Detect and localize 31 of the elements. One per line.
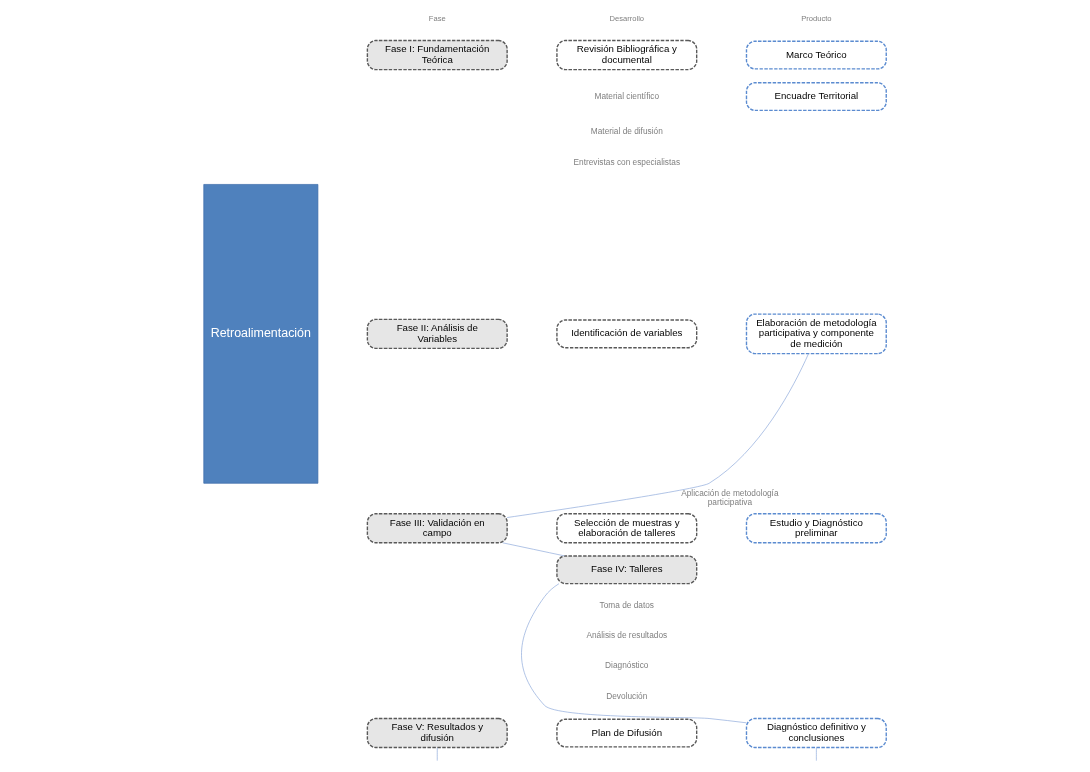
label: Producto: [801, 14, 832, 24]
node-box: Selección de muestras y elaboración de talleres: [556, 513, 698, 544]
node-box: Identificación de variables: [556, 319, 698, 349]
label: Material científico: [594, 90, 660, 101]
node-box: Plan de Difusión: [556, 718, 698, 748]
connector: [816, 747, 817, 761]
node-box: Revisión Bibliográfica y documental: [556, 39, 698, 71]
node-box: Fase III: Validación en campo: [366, 513, 508, 544]
label: Desarrollo: [609, 14, 645, 24]
node-box: Fase I: Fundamentación Teórica: [366, 39, 508, 71]
label: Devolución: [606, 690, 648, 701]
label: Fase: [428, 14, 446, 24]
connector: [506, 353, 809, 518]
connector: [436, 747, 438, 761]
label: Toma de datos: [599, 599, 655, 610]
label: Diagnóstico: [605, 660, 649, 671]
node-box: Elaboración de metodología participativa y componente de medición: [745, 313, 887, 355]
edge-label: Aplicación de metodología participativa: [681, 488, 779, 508]
node-box: Fase IV: Talleres: [556, 555, 698, 585]
label: Material de difusión: [590, 126, 663, 137]
connector: [521, 583, 747, 724]
label: Análisis de resultados: [586, 629, 668, 640]
node-box: Fase II: Análisis de Variables: [366, 318, 508, 350]
node-box: Fase V: Resultados y difusión: [366, 717, 508, 749]
node-box: Retroalimentación: [203, 184, 319, 484]
node-box: Estudio y Diagnóstico preliminar: [745, 513, 887, 544]
connector: [502, 542, 565, 557]
node-box: Marco Teórico: [745, 40, 887, 70]
node-box: Diagnóstico definitivo y conclusiones: [745, 717, 887, 749]
label: Entrevistas con especialistas: [573, 156, 681, 167]
node-box: Encuadre Territorial: [745, 82, 887, 112]
